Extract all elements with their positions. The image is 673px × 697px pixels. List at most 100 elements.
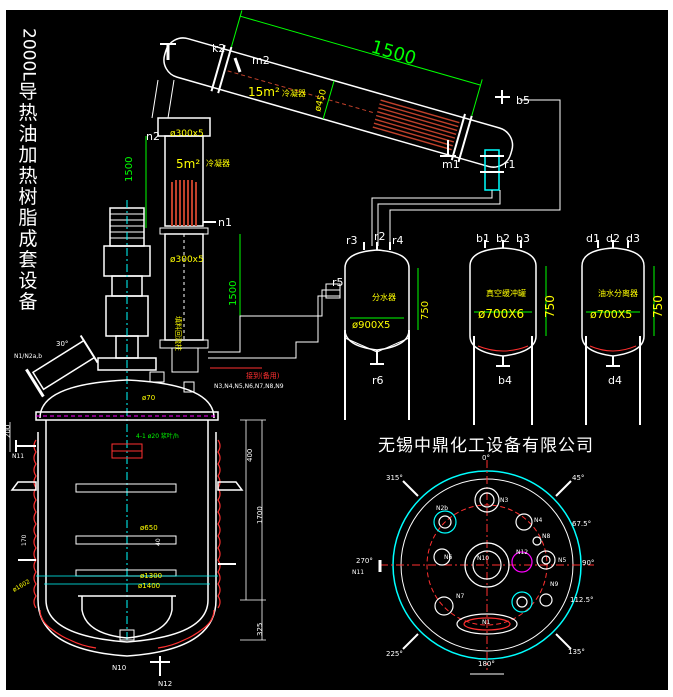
label-n10: N10 bbox=[112, 664, 126, 672]
plan-n7: N7 bbox=[456, 593, 464, 600]
angle-270: 270° bbox=[356, 557, 373, 565]
title-char: 导 bbox=[18, 81, 38, 103]
nozzle-n2: n2 bbox=[146, 130, 160, 143]
angle-0: 0° bbox=[482, 454, 490, 462]
angle-315: 315° bbox=[386, 474, 403, 482]
dim-1700: 1700 bbox=[256, 506, 264, 524]
nozzle-r6: r6 bbox=[372, 374, 384, 387]
title-char: 油 bbox=[18, 123, 38, 145]
angle-180: 180° bbox=[478, 660, 495, 668]
column-condenser-area: 5m² bbox=[176, 157, 200, 171]
nozzle-n1: n1 bbox=[218, 216, 232, 229]
pipe-bottom-size: ø300x5 bbox=[170, 255, 204, 265]
plan-n10: N10 bbox=[477, 555, 489, 562]
label-d1300: ø1300 bbox=[140, 572, 162, 580]
angle-135: 135° bbox=[568, 648, 585, 656]
label-d650: ø650 bbox=[140, 524, 158, 532]
nozzle-r2: r2 bbox=[374, 230, 386, 243]
nozzle-r1: r1 bbox=[504, 158, 516, 171]
angle-67-5: 67.5° bbox=[572, 520, 591, 528]
tank2-diameter: ø700X6 bbox=[478, 307, 524, 321]
nozzle-b3: b3 bbox=[516, 232, 530, 245]
label-small-note: 4-1 ø20 浆叶/h bbox=[136, 432, 179, 440]
plan-view bbox=[378, 460, 594, 675]
label-n12: N12 bbox=[158, 680, 172, 688]
plan-n9: N9 bbox=[550, 581, 558, 588]
drawing-title: 2000L 导 热 油 加 热 树 脂 成 套 设 备 bbox=[16, 26, 40, 313]
packed-column-label: 填料回流柱 bbox=[174, 316, 183, 351]
tank-oil-water-separator bbox=[581, 240, 655, 425]
nozzle-d1: d1 bbox=[586, 232, 600, 245]
nozzle-r3: r3 bbox=[346, 234, 358, 247]
plan-n8: N8 bbox=[542, 533, 550, 540]
label-n1-2: N1/N2a,b bbox=[14, 353, 42, 360]
nozzle-b4: b4 bbox=[498, 374, 512, 387]
nozzle-r4: r4 bbox=[392, 234, 404, 247]
nozzle-m1: m1 bbox=[442, 158, 460, 171]
column-dim-upper: 1500 bbox=[124, 157, 135, 182]
nozzle-b1: b1 bbox=[476, 232, 490, 245]
nozzle-d2: d2 bbox=[606, 232, 620, 245]
tank1-diameter: ø900X5 bbox=[352, 320, 390, 331]
title-char: 热 bbox=[18, 165, 38, 187]
angle-90: 90° bbox=[582, 559, 594, 567]
manway bbox=[25, 334, 99, 398]
title-char: 设 bbox=[18, 270, 38, 292]
title-char: 加 bbox=[18, 144, 38, 166]
vertical-column bbox=[145, 79, 340, 373]
plan-n1: N1 bbox=[482, 619, 490, 626]
dim-400: 400 bbox=[246, 449, 254, 462]
horizontal-condenser bbox=[160, 10, 514, 191]
title-char: 套 bbox=[18, 249, 38, 271]
tank2-name: 真空缓冲罐 bbox=[486, 288, 526, 298]
label-angle30: 30° bbox=[56, 340, 68, 348]
dim-200: 200 bbox=[4, 425, 12, 438]
title-char: 备 bbox=[18, 291, 38, 313]
tank2-height: 750 bbox=[543, 295, 557, 318]
overflow-pipe bbox=[371, 99, 561, 246]
dim-40: 40 bbox=[155, 538, 162, 546]
pipe-note: 接到(备用) bbox=[246, 371, 280, 380]
nozzle-r5: r5 bbox=[332, 276, 344, 289]
title-char: 树 bbox=[18, 186, 38, 208]
tank-vacuum-buffer bbox=[469, 240, 547, 425]
label-d70: ø70 bbox=[142, 394, 155, 402]
nozzle-d3: d3 bbox=[626, 232, 640, 245]
drawing-background bbox=[6, 10, 668, 690]
title-char: 热 bbox=[18, 102, 38, 124]
plan-n6: N6 bbox=[444, 554, 452, 561]
column-dim-lower: 1500 bbox=[228, 281, 239, 306]
angle-112-5: 112.5° bbox=[570, 596, 594, 604]
nozzle-m2: m2 bbox=[252, 54, 270, 67]
plan-n4: N4 bbox=[534, 517, 542, 524]
condenser-name: 冷凝器 bbox=[282, 88, 306, 98]
condenser-area: 15m² bbox=[248, 85, 280, 99]
title-capacity: 2000L bbox=[18, 27, 39, 81]
reactor-vessel bbox=[9, 371, 266, 676]
nozzle-d4: d4 bbox=[608, 374, 622, 387]
pipe-top-size: ø300x5 bbox=[170, 129, 204, 139]
tank3-name: 油水分离器 bbox=[598, 288, 638, 298]
nozzle-list: N3,N4,N5,N6,N7,N8,N9 bbox=[214, 383, 284, 390]
tank-water-separator bbox=[325, 242, 419, 420]
company-name: 无锡中鼎化工设备有限公司 bbox=[378, 436, 594, 456]
plan-n5: N5 bbox=[558, 557, 566, 564]
nozzle-k2: k2 bbox=[212, 42, 225, 55]
dim-325: 325 bbox=[256, 623, 264, 636]
tank3-height: 750 bbox=[651, 295, 665, 318]
plan-n11: N11 bbox=[352, 569, 364, 576]
plan-n12: N12 bbox=[516, 549, 528, 556]
angle-45: 45° bbox=[572, 474, 584, 482]
tank1-name: 分水器 bbox=[372, 292, 396, 302]
label-d1400: ø1400 bbox=[138, 582, 160, 590]
title-char: 脂 bbox=[18, 207, 38, 229]
tank1-height: 750 bbox=[420, 301, 431, 320]
nozzle-b2: b2 bbox=[496, 232, 510, 245]
angle-225: 225° bbox=[386, 650, 403, 658]
label-n11: N11 bbox=[12, 453, 24, 460]
tank3-diameter: ø700X5 bbox=[590, 308, 632, 321]
column-condenser-name: 冷凝器 bbox=[206, 158, 230, 168]
plan-n2b: N2b bbox=[436, 505, 448, 512]
